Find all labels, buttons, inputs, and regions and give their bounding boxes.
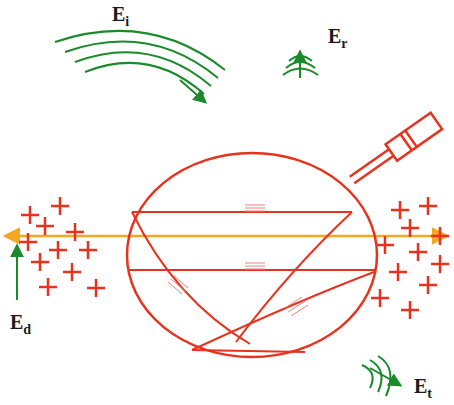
- field-label: Et: [414, 376, 432, 401]
- transmitted-wave: [362, 356, 400, 396]
- ray-hatching: [168, 205, 308, 316]
- field-label: Ed: [10, 312, 31, 337]
- incident-wave: [55, 31, 225, 102]
- resonator-ring: [127, 153, 377, 357]
- reflected-wave: [283, 52, 318, 78]
- charge-signs: [19, 197, 449, 319]
- field-arrow: [16, 246, 18, 300]
- field-axis: [6, 235, 446, 238]
- probe-tube: [346, 113, 442, 188]
- field-label: Er: [328, 26, 348, 51]
- ray-paths: [128, 212, 376, 352]
- field-label: Ei: [112, 4, 129, 29]
